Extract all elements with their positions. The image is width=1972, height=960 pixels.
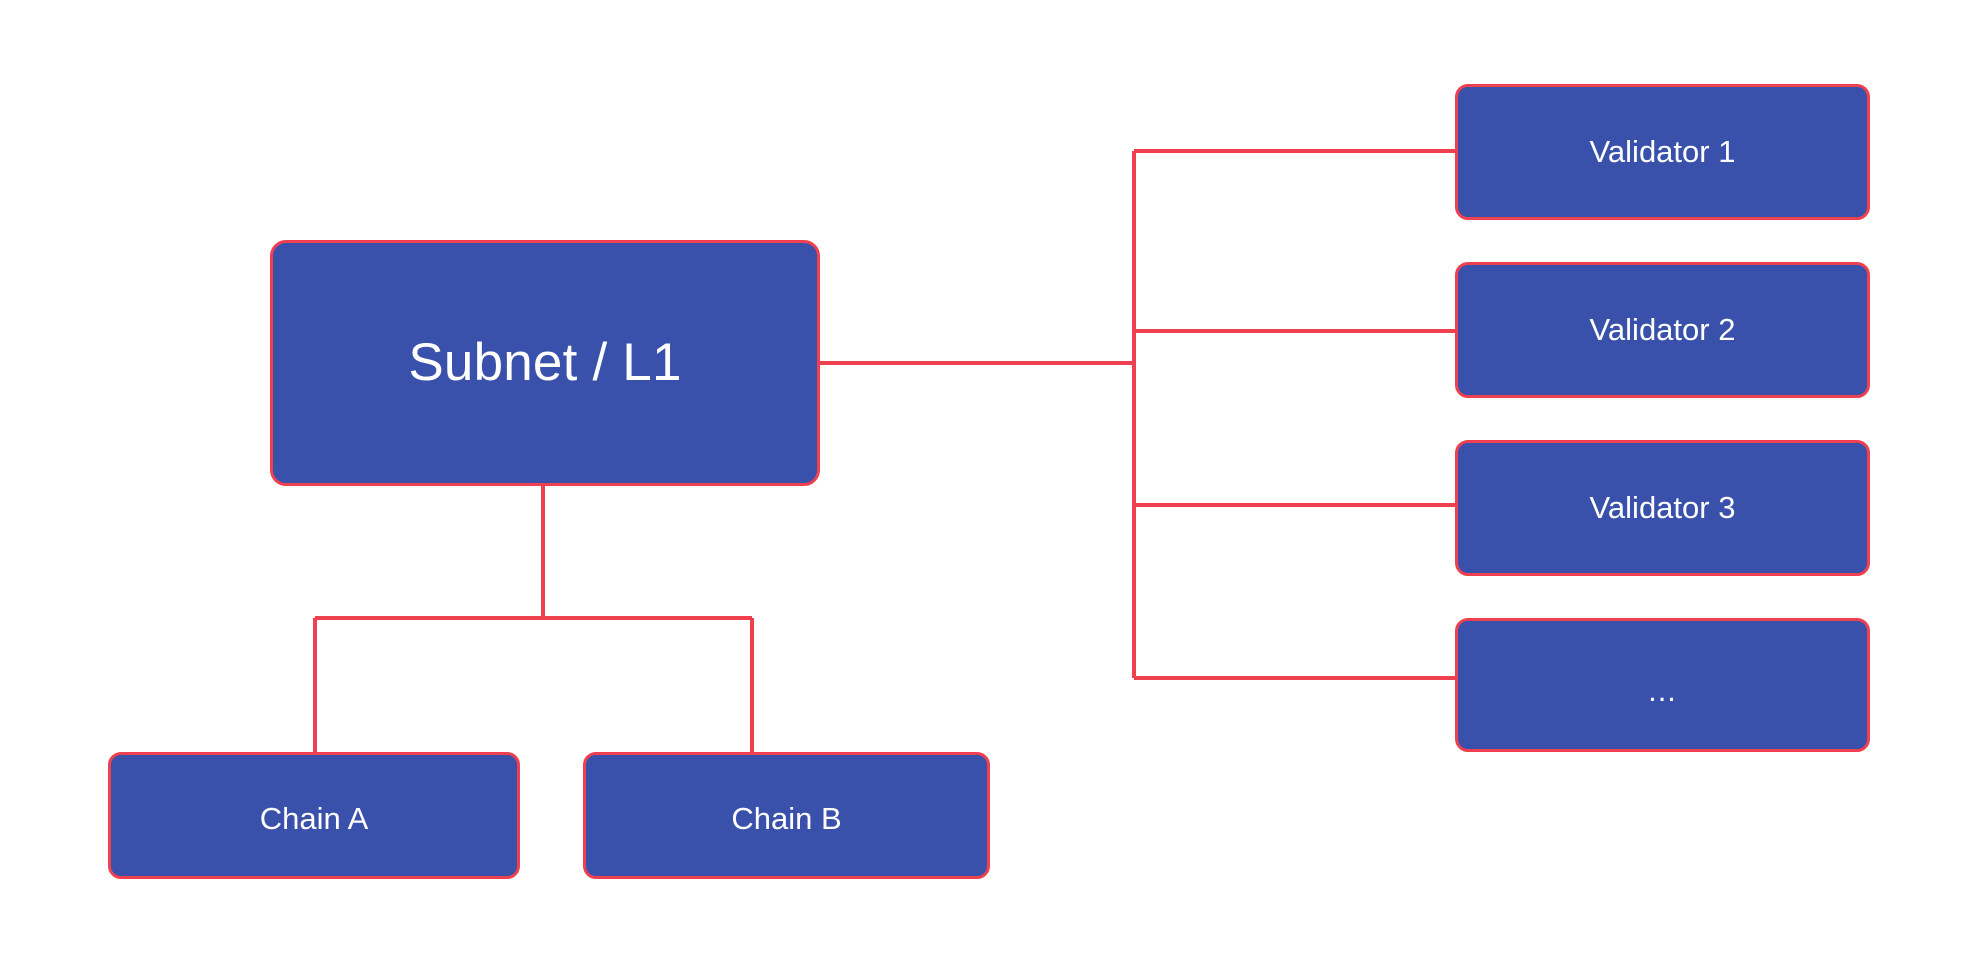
node-chain-b[interactable]: Chain B <box>583 752 990 879</box>
node-subnet-l1-label: Subnet / L1 <box>408 332 682 392</box>
node-validator-1[interactable]: Validator 1 <box>1455 84 1870 220</box>
node-chain-b-label: Chain B <box>731 801 842 837</box>
node-chain-a-label: Chain A <box>259 801 369 837</box>
node-validator-2-label: Validator 2 <box>1589 311 1736 347</box>
node-validator-more[interactable]: ... <box>1455 618 1870 752</box>
node-validator-3[interactable]: Validator 3 <box>1455 440 1870 576</box>
node-subnet-l1[interactable]: Subnet / L1 <box>270 240 820 486</box>
node-validator-1-label: Validator 1 <box>1589 133 1736 169</box>
node-validator-more-label: ... <box>1648 672 1677 708</box>
node-chain-a[interactable]: Chain A <box>108 752 520 879</box>
node-validator-3-label: Validator 3 <box>1589 489 1736 525</box>
node-validator-2[interactable]: Validator 2 <box>1455 262 1870 398</box>
